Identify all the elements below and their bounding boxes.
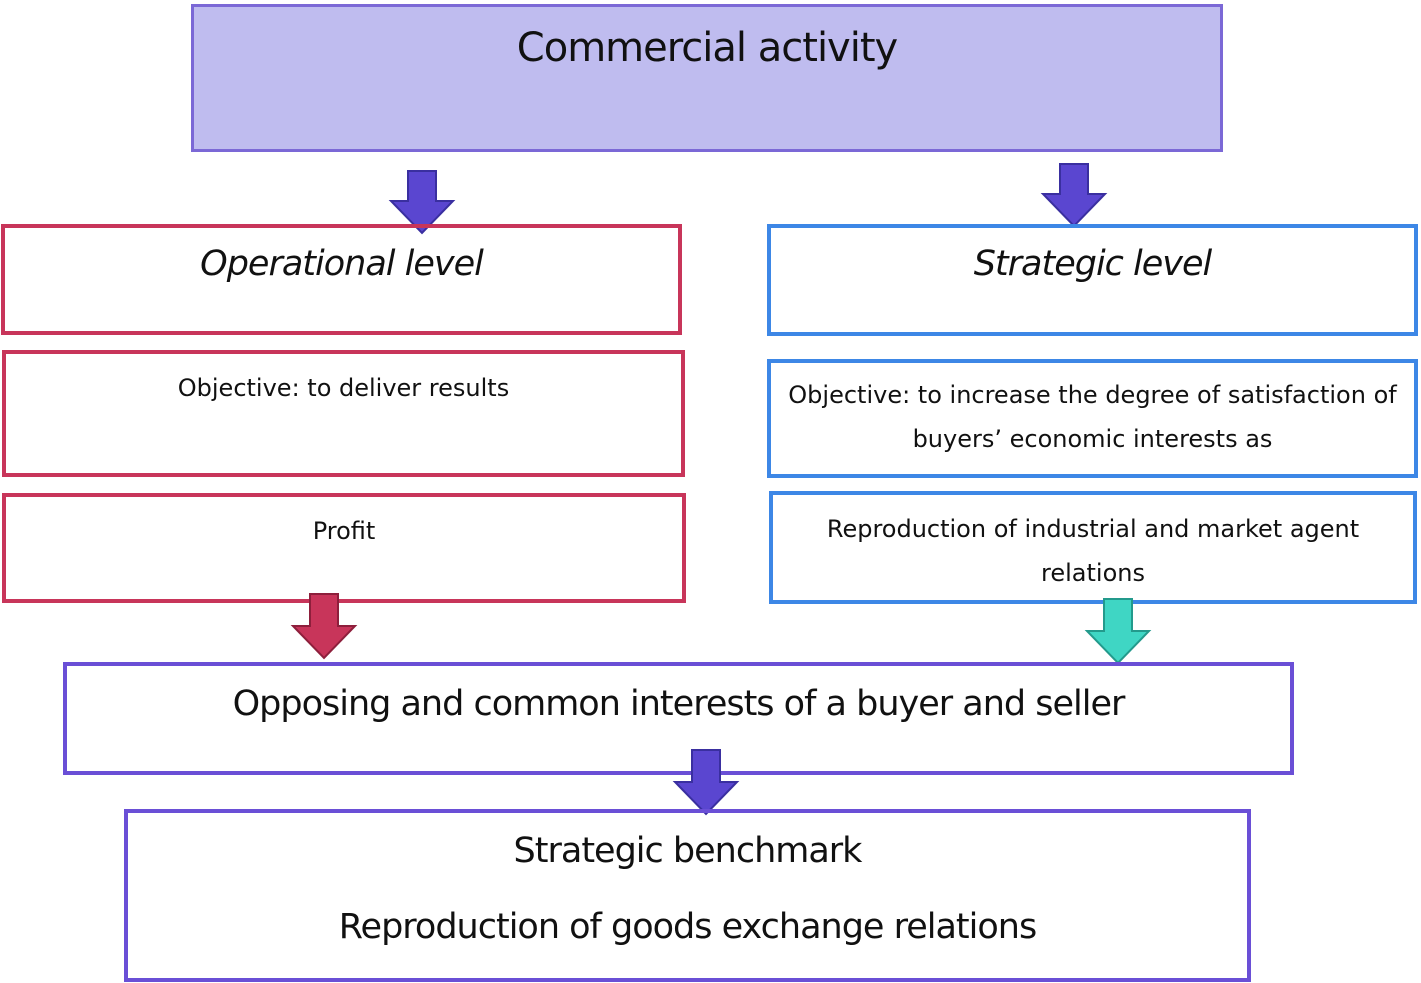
operational-objective-box: Objective: to deliver results [2,350,685,477]
operational-objective-text: Objective: to deliver results [177,374,510,402]
strategic-objective-box: Objective: to increase the degree of sat… [767,359,1418,478]
interests-box: Opposing and common interests of a buyer… [63,662,1294,775]
commercial-activity-box: Commercial activity [191,4,1223,152]
commercial-activity-label: Commercial activity [516,25,898,71]
strategic-level-box: Strategic level [767,224,1418,336]
arrow-down-icon [1040,163,1108,228]
interests-label: Opposing and common interests of a buyer… [232,684,1126,724]
strategic-result-text: Reproduction of industrial and market ag… [826,515,1360,587]
arrow-down-icon [672,749,740,816]
strategic-result-box: Reproduction of industrial and market ag… [769,491,1417,604]
strategic-benchmark-subtitle: Reproduction of goods exchange relations [338,907,1037,947]
operational-result-box: Profit [2,493,686,603]
operational-level-label: Operational level [200,244,484,284]
arrow-down-icon [388,170,456,235]
strategic-benchmark-box: Strategic benchmark Reproduction of good… [124,809,1251,982]
operational-level-box: Operational level [1,224,682,335]
strategic-level-label: Strategic level [973,244,1213,284]
arrow-down-icon [290,593,358,660]
strategic-benchmark-title: Strategic benchmark [513,831,863,871]
arrow-down-icon [1084,598,1152,665]
strategic-objective-text: Objective: to increase the degree of sat… [788,381,1397,453]
operational-result-text: Profit [312,517,376,545]
